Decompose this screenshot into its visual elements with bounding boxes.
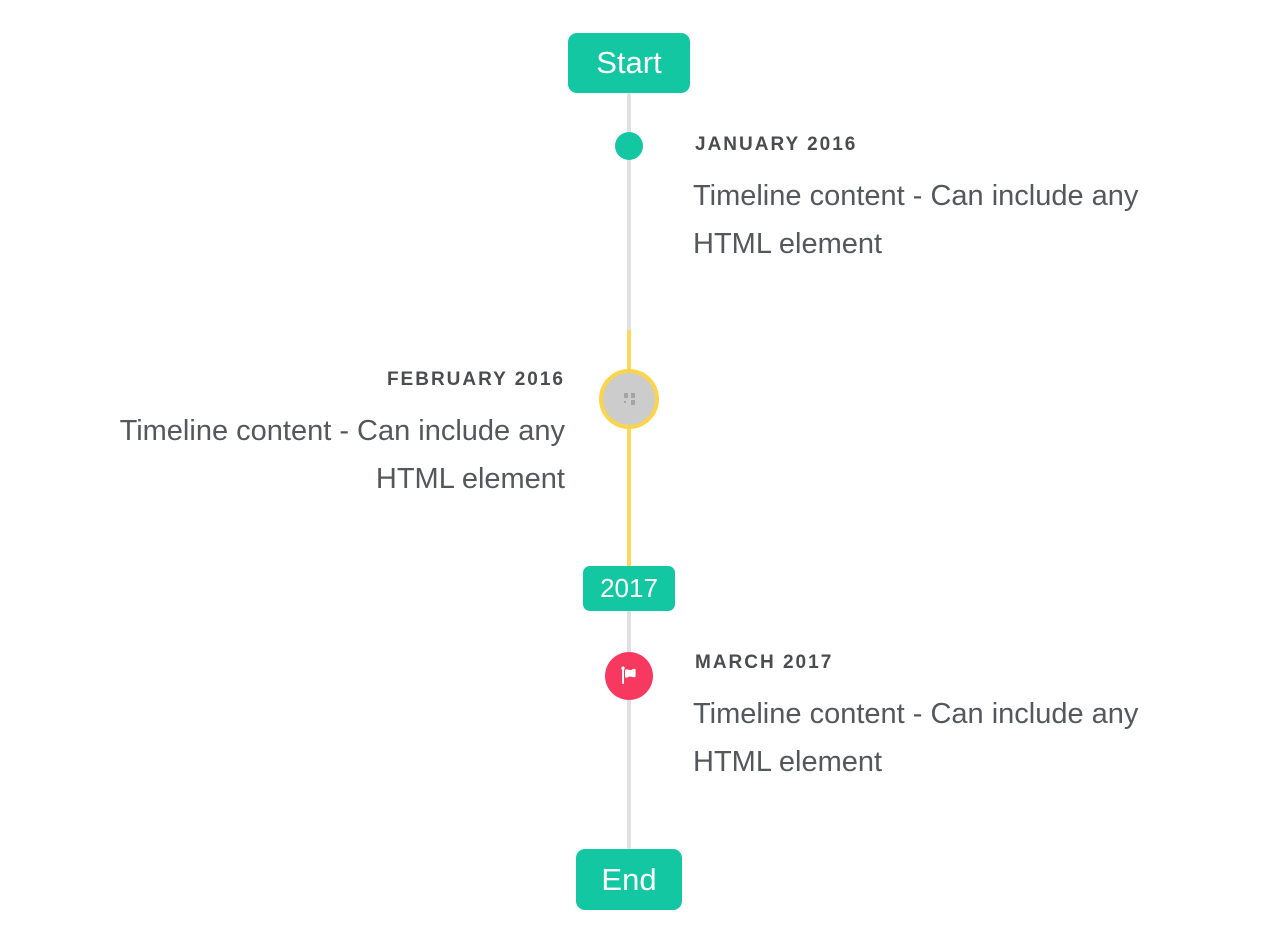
- event-date: MARCH 2017: [695, 652, 834, 673]
- broken-image-icon: [622, 392, 637, 406]
- start-button[interactable]: Start: [568, 33, 690, 93]
- event-marker-february[interactable]: [599, 369, 659, 429]
- event-marker-january[interactable]: [615, 132, 643, 160]
- year-badge-label: 2017: [600, 573, 658, 603]
- flag-icon: [616, 663, 642, 689]
- event-content: Timeline content - Can include any HTML …: [693, 698, 1139, 778]
- event-content: Timeline content - Can include any HTML …: [693, 180, 1139, 260]
- event-marker-march[interactable]: [605, 652, 653, 700]
- end-button[interactable]: End: [576, 849, 682, 910]
- event-content: Timeline content - Can include any HTML …: [119, 415, 565, 495]
- timeline-highlighted-segment: [627, 330, 631, 566]
- year-badge[interactable]: 2017: [583, 566, 675, 611]
- end-label: End: [601, 861, 657, 897]
- event-date: FEBRUARY 2016: [386, 369, 565, 390]
- event-date: JANUARY 2016: [695, 134, 858, 155]
- start-label: Start: [596, 45, 662, 80]
